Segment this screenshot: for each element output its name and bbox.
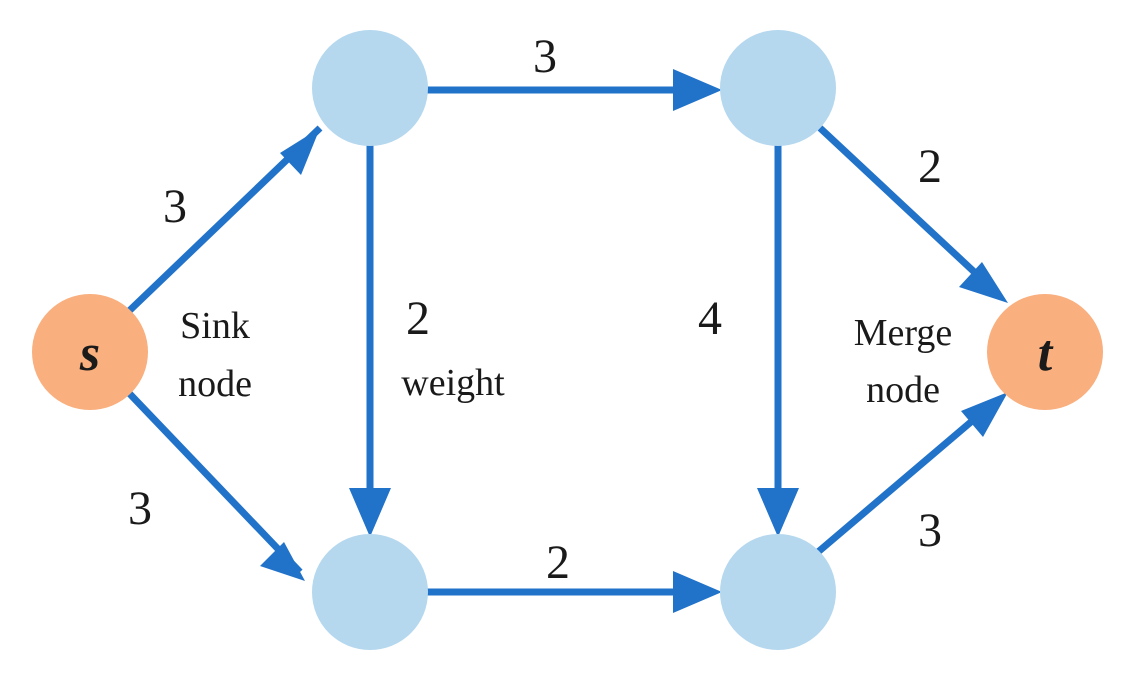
annotations: Sink node weight Merge node <box>178 305 952 411</box>
weight-annotation: weight <box>401 362 505 404</box>
arrowhead-top-right-to-bottom-right <box>757 488 799 537</box>
nodes: s t <box>32 30 1103 650</box>
edge-weights: 3 3 3 2 2 4 2 3 <box>128 30 942 589</box>
merge-node-label-line1: Merge <box>854 312 953 354</box>
edges <box>125 69 1008 613</box>
merge-node-label-line2: node <box>866 369 940 411</box>
arrowhead-bottom-left-to-bottom-right <box>673 571 722 613</box>
node-top-right <box>720 30 836 146</box>
node-bottom-left <box>312 534 428 650</box>
weight-bottom-left-to-bottom-right: 2 <box>546 536 570 589</box>
node-sink <box>987 294 1103 410</box>
weight-top-left-to-top-right: 3 <box>533 30 557 83</box>
node-top-left <box>312 30 428 146</box>
node-source-label: s <box>79 325 100 382</box>
edge-s-to-bottom-left <box>125 389 303 575</box>
arrowhead-top-left-to-top-right <box>673 69 722 111</box>
arrowhead-top-left-to-bottom-left <box>349 488 391 537</box>
edge-bottom-right-to-t <box>815 407 988 555</box>
weight-bottom-right-to-t: 3 <box>918 504 942 557</box>
arrowhead-s-to-top-left <box>280 128 320 175</box>
node-source <box>32 294 148 410</box>
sink-node-label-line1: Sink <box>180 305 250 347</box>
edge-top-right-to-t <box>817 125 988 285</box>
arrowhead-s-to-bottom-left <box>260 542 305 581</box>
weight-s-to-bottom-left: 3 <box>128 482 152 535</box>
arrowhead-bottom-right-to-t <box>961 392 1008 437</box>
weight-s-to-top-left: 3 <box>163 180 187 233</box>
node-sink-label: t <box>1038 325 1054 382</box>
arrowhead-top-right-to-t <box>959 262 1008 303</box>
weight-top-right-to-t: 2 <box>918 140 942 193</box>
node-bottom-right <box>720 534 836 650</box>
sink-node-label-line2: node <box>178 363 252 405</box>
weight-top-right-to-bottom-right: 4 <box>698 292 722 345</box>
weight-top-left-to-bottom-left: 2 <box>406 292 430 345</box>
